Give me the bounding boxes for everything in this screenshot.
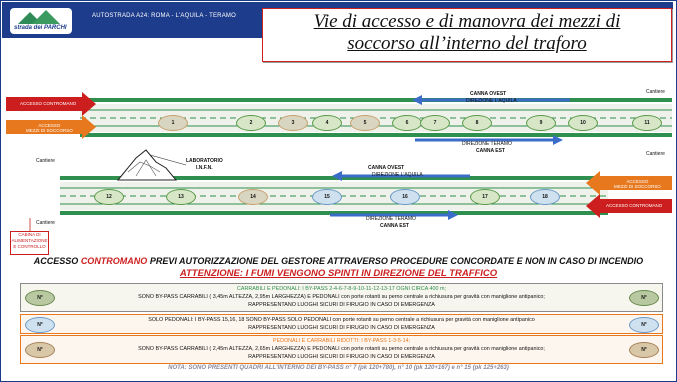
bypass-oval: 14 [238, 189, 268, 205]
bypass-oval: 11 [632, 115, 662, 131]
dir-laquila-bottom: DIREZIONE L'AQUILA [372, 172, 423, 178]
red-arrow-right-bottom [586, 194, 672, 218]
bypass-oval: 6 [392, 115, 422, 131]
top-road-band [80, 98, 672, 102]
arrow-head [448, 210, 458, 220]
arrow-head [332, 171, 342, 181]
dir-teramo-bottom: DIREZIONE TERAMO [366, 216, 416, 222]
cabina-alimentazione-box: CABINA DI ALIMENTAZIONE E CONTROLLO [10, 231, 49, 255]
legend-oval-blue: N° [629, 317, 659, 333]
panel-body: SONO BY-PASS CARRABILI ( 2,45m ALTEZZA, … [138, 346, 545, 352]
cantiere-top-2: Cantiere [646, 151, 665, 157]
legend-oval-green: N° [629, 290, 659, 306]
bypass-oval: 17 [470, 189, 500, 205]
panel-head: SOLO PEDONALI: I BY-PASS 15,16, 18 SONO … [148, 317, 535, 323]
title-line-1: Vie di accesso e di manovra dei mezzi di [313, 11, 621, 32]
cantiere-bottom-2: Cantiere [36, 220, 55, 226]
panel-body: SONO BY-PASS CARRABILI ( 3,45m ALTEZZA, … [138, 294, 545, 300]
bypass-oval: 7 [420, 115, 450, 131]
bypass-oval: 18 [530, 189, 560, 205]
panel-body: RAPPRESENTANO LUOGHI SICURI DI FIRUGIO I… [248, 325, 435, 331]
bypass-oval: 4 [312, 115, 342, 131]
bypass-oval: 12 [94, 189, 124, 205]
laboratorio-label: LABORATORIO [186, 158, 223, 164]
orange-arrow-left-top [6, 115, 96, 139]
legend-panel-pedonali: N° N° SOLO PEDONALI: I BY-PASS 15,16, 18… [20, 314, 663, 334]
legend-oval-tan: N° [25, 342, 55, 358]
cantiere-top-1: Cantiere [646, 89, 665, 95]
canna-ovest-bottom: CANNA OVEST [368, 165, 405, 171]
bypass-oval: 1 [158, 115, 188, 131]
bypass-oval: 16 [390, 189, 420, 205]
bottom-road-band [60, 211, 608, 215]
arrow-head [412, 95, 422, 105]
left-red-label: ACCESSO CONTROMANO [20, 101, 77, 106]
bypass-oval: 5 [350, 115, 380, 131]
dir-teramo-top: DIREZIONE TERAMO [462, 141, 512, 147]
legend-panel-carrabili: N° N° CARRABILI E PEDONALI: I BY-PASS 2-… [20, 283, 663, 312]
bypass-oval: 3 [278, 115, 308, 131]
canna-est-bottom: CANNA EST [380, 223, 409, 229]
logo-text: strada dei PARCHI [14, 25, 67, 31]
orange-arrow-right-bottom [586, 171, 672, 195]
title-line-2: soccorso all’interno del traforo [347, 33, 587, 54]
arrow-head [553, 135, 563, 145]
lab-pointer-line [149, 154, 187, 166]
cantiere-bottom-1: Cantiere [36, 158, 55, 164]
legend-oval-green: N° [25, 290, 55, 306]
bypass-oval: 9 [526, 115, 556, 131]
bypass-oval: 15 [312, 189, 342, 205]
panel-head: CARRABILI E PEDONALI: I BY-PASS 2-4-6-7-… [236, 286, 446, 292]
page-title: Vie di accesso e di manovra dei mezzi di… [263, 11, 671, 55]
bypass-oval: 10 [568, 115, 598, 131]
access-line: ACCESSO CONTROMANO PREVI AUTORIZZAZIONE … [33, 256, 644, 266]
dir-laquila-top: DIREZIONE L'AQUILA [466, 98, 517, 104]
legend-oval-blue: N° [25, 317, 55, 333]
bypass-oval: 8 [462, 115, 492, 131]
panel-body: RAPPRESENTANO LUOGHI SICURI DI FIRUGIO I… [248, 302, 435, 308]
panel-body: RAPPRESENTANO LUOGHI SICURI DI FIRUGIO I… [248, 354, 435, 360]
bypass-oval: 13 [166, 189, 196, 205]
bottom-road-band [60, 176, 608, 180]
top-road-band [80, 133, 672, 137]
red-arrow-left-top [6, 92, 96, 116]
canna-est-top: CANNA EST [476, 148, 505, 154]
bypass-oval: 2 [236, 115, 266, 131]
infn-label: I.N.F.N. [196, 165, 213, 171]
mountain-icon [32, 10, 60, 24]
legend-oval-tan: N° [629, 342, 659, 358]
title-box: Vie di accesso e di manovra dei mezzi di… [262, 8, 672, 62]
panel-head: PEDONALI E CARRABILI RIDOTTI: I BY-PASS … [272, 338, 411, 344]
footer-note: NOTA: SONO PRESENTI QUADRI ALL'INTERNO D… [168, 365, 509, 371]
right-red-label: ACCESSO CONTROMANO [606, 203, 663, 208]
route-label: AUTOSTRADA A24: ROMA - L'AQUILA - TERAMO [92, 13, 236, 19]
legend-panel-ridotti: N° N° PEDONALI E CARRABILI RIDOTTI: I BY… [20, 335, 663, 364]
smoke-warning: ATTENZIONE: I FUMI VENGONO SPINTI IN DIR… [179, 268, 498, 279]
strada-dei-parchi-logo: strada dei PARCHI [10, 8, 72, 34]
canna-ovest-top: CANNA OVEST [470, 91, 507, 97]
